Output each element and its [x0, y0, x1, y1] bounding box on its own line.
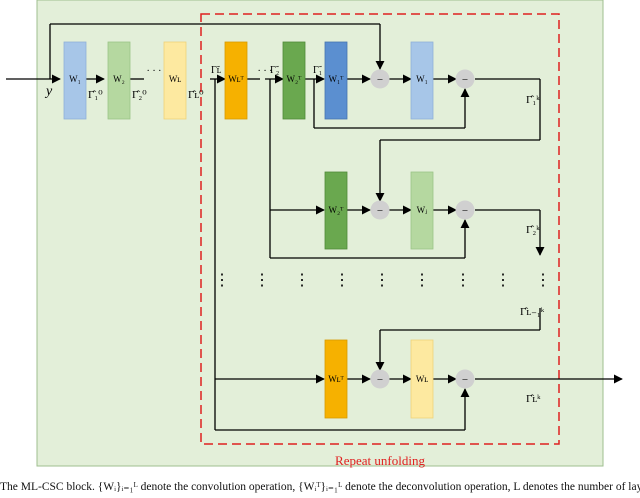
wlt-decoder-block	[224, 41, 248, 120]
gammaL-k-label: Γ̂ʟᵏ	[526, 393, 541, 405]
vertical-ellipsis-row: ⋮ ⋮ ⋮ ⋮ ⋮ ⋮ ⋮ ⋮ ⋮	[214, 272, 551, 289]
minus-sign: −	[462, 74, 468, 86]
gammaL-tilde-label: Γ̃ʟ	[211, 65, 221, 76]
w2t-label: W₂ᵀ	[287, 74, 303, 84]
minus-sign: −	[462, 374, 468, 386]
ellipsis-decoder: · · ·	[258, 66, 273, 77]
wlt-label: Wʟᵀ	[228, 74, 244, 84]
w2t-decoder-block	[282, 41, 306, 120]
minus-node	[455, 200, 475, 220]
gamma1-0-label: Γ̂₁⁰	[88, 89, 103, 101]
minus-node	[370, 200, 390, 220]
vdots: ⋮	[414, 272, 430, 289]
w1-row1-label: W₁	[416, 74, 428, 84]
input-y-label: y	[44, 84, 53, 99]
repeat-unfolding-label: Repeat unfolding	[335, 453, 425, 468]
vdots: ⋮	[495, 272, 511, 289]
w2t-row2-block	[324, 171, 348, 250]
wl-rowL-block	[410, 339, 434, 419]
w2-encoder-block	[107, 41, 131, 120]
repeat-unfolding-box	[200, 13, 560, 445]
vdots: ⋮	[535, 272, 551, 289]
wl-encoder-block	[163, 41, 187, 120]
gammaL1-k-label: Γ̂ʟ₋₁ᵏ	[520, 306, 545, 318]
minus-sign: −	[377, 205, 383, 217]
w2t-row2-label: W₂ᵀ	[329, 205, 345, 215]
w1-encoder-block	[63, 41, 87, 120]
w1-label: W₁	[69, 74, 81, 84]
connection-lines	[6, 23, 623, 431]
minus-sign: −	[377, 374, 383, 386]
minus-node	[370, 369, 390, 389]
gamma2-k-label: Γ̂₂ᵏ	[526, 224, 540, 236]
minus-node	[455, 69, 475, 89]
gamma2-0-label: Γ̂₂⁰	[132, 89, 147, 101]
gammaL-0-label: Γ̂ʟ⁰	[188, 89, 204, 101]
w1-row1-block	[410, 41, 434, 120]
wj-row2-label: Wⱼ	[417, 205, 428, 215]
w1t-decoder-block	[324, 41, 348, 120]
minus-sign: −	[462, 205, 468, 217]
vdots: ⋮	[254, 272, 270, 289]
w1t-label: W₁ᵀ	[329, 74, 345, 84]
ellipsis-encoder: · · ·	[147, 66, 162, 77]
vdots: ⋮	[294, 272, 310, 289]
minus-nodes	[370, 69, 475, 389]
minus-node	[455, 369, 475, 389]
vdots: ⋮	[455, 272, 471, 289]
vdots: ⋮	[214, 272, 230, 289]
wlt-rowL-block	[324, 339, 348, 419]
gamma1-tilde-label: Γ̃₁	[313, 65, 323, 76]
vdots: ⋮	[374, 272, 390, 289]
minus-sign: −	[377, 74, 383, 86]
gamma1-k-label: Γ̂₁ᵏ	[526, 94, 540, 106]
wl-label: Wʟ	[169, 74, 181, 84]
w2-label: W₂	[113, 74, 125, 84]
wj-row2-block	[410, 171, 434, 250]
wl-rowL-label: Wʟ	[416, 374, 428, 384]
figure-caption: The ML-CSC block. {Wᵢ}ᵢ₌₁ᴸ denote the co…	[0, 481, 640, 493]
gamma2-tilde-label: Γ̃₂	[270, 65, 280, 76]
vdots: ⋮	[334, 272, 350, 289]
minus-node	[370, 69, 390, 89]
wlt-rowL-label: Wʟᵀ	[328, 374, 344, 384]
